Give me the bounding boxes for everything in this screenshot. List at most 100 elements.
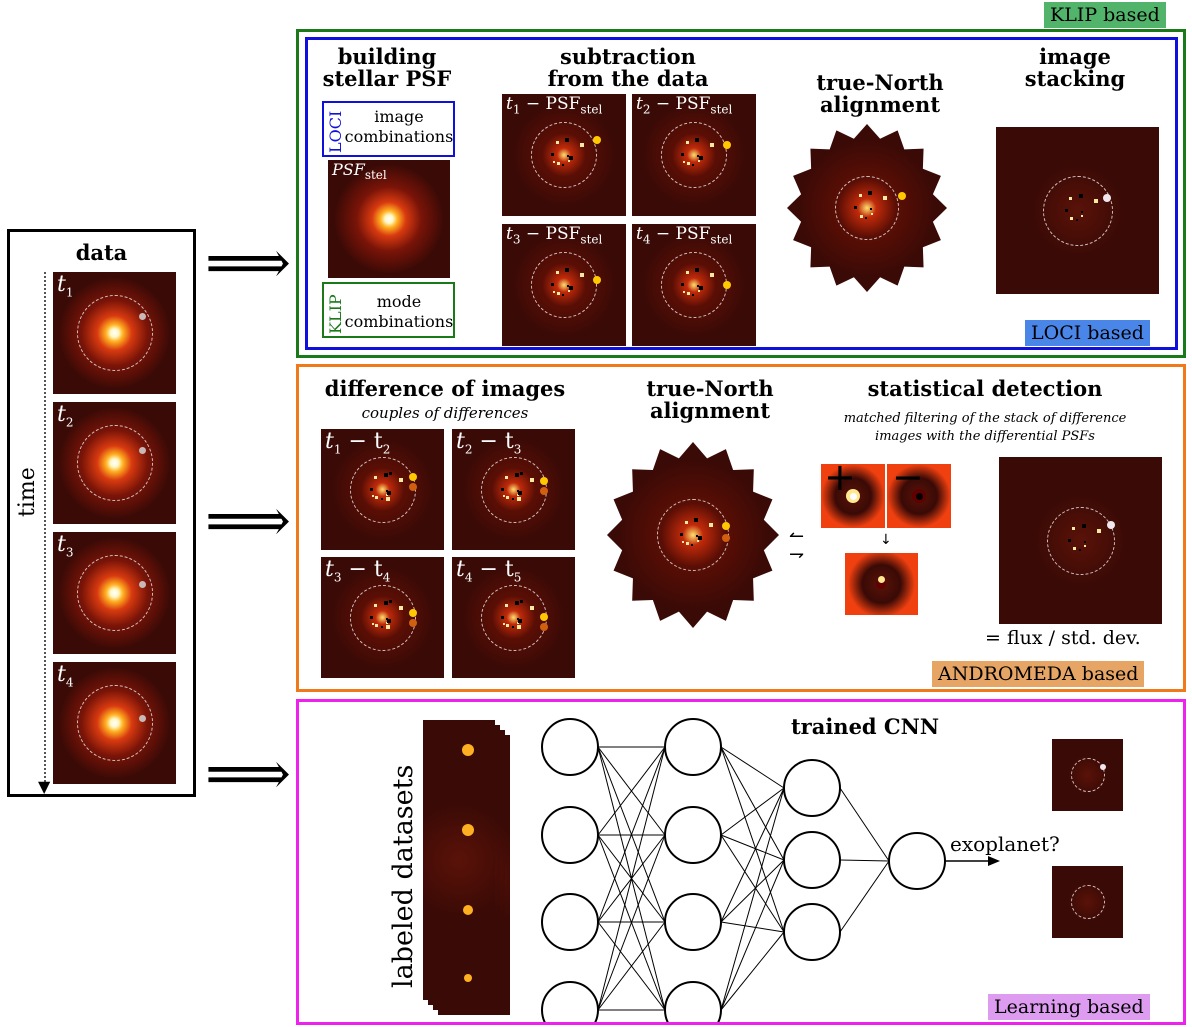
detection-annulus <box>531 122 597 188</box>
cnn-connection <box>720 787 785 1011</box>
planet-marker <box>876 579 886 589</box>
speckle <box>1081 523 1086 528</box>
speckle <box>858 194 862 198</box>
speckle <box>375 496 379 500</box>
frame-label: t2 <box>57 402 74 430</box>
speckle <box>529 605 534 610</box>
speckle <box>565 138 570 143</box>
cnn-connection <box>720 859 785 923</box>
speckle <box>385 617 388 620</box>
speckle <box>1067 538 1071 542</box>
speckle <box>683 290 686 293</box>
detection-annulus <box>1070 758 1105 792</box>
klip-label: KLIP <box>326 294 345 334</box>
planet-marker <box>593 136 601 144</box>
speckle <box>697 159 700 162</box>
planet-marker <box>540 613 548 621</box>
loci-tag: LOCI based <box>1025 320 1150 346</box>
time-label: time <box>15 467 40 517</box>
detection-annulus <box>1042 175 1113 246</box>
speckle <box>371 623 374 626</box>
klip-rotated-image <box>787 124 947 292</box>
planet-marker <box>409 619 417 627</box>
subtraction-image-1: t1 − PSFstel <box>502 94 626 216</box>
differential-psf-plus <box>821 464 885 528</box>
speckle <box>568 156 573 161</box>
speckle <box>870 212 873 215</box>
time-arrowhead: ▼ <box>38 777 51 796</box>
frame-label: t2 − PSFstel <box>636 94 733 117</box>
speckle <box>500 487 504 491</box>
subtraction-image-4: t4 − PSFstel <box>632 224 756 346</box>
speckle <box>568 286 573 291</box>
speckle <box>506 496 510 500</box>
loci-text-2: combinations <box>344 127 454 146</box>
frame-label: t1 − t2 <box>325 429 391 457</box>
speckle <box>511 626 514 629</box>
speckle <box>555 271 559 275</box>
stacked-image <box>996 127 1159 294</box>
planet-marker <box>409 609 417 617</box>
cnn-connection <box>597 746 666 1011</box>
cnn-connection <box>597 746 666 923</box>
cnn-connection <box>720 787 785 836</box>
cnn-connection <box>720 787 785 923</box>
planet-marker <box>722 534 730 542</box>
speckle <box>696 539 699 542</box>
speckle <box>517 622 520 625</box>
speckle <box>388 471 392 475</box>
speckle <box>686 291 690 295</box>
planet-marker <box>1103 194 1111 202</box>
difference-image-3: t3 − t4 <box>321 557 444 678</box>
speckle <box>870 208 872 210</box>
frame-label: t3 − PSFstel <box>506 224 603 247</box>
speckle <box>865 216 868 219</box>
speckle <box>697 289 700 292</box>
frame-label: t1 − PSFstel <box>506 94 603 117</box>
output-label: exoplanet? <box>950 832 1060 856</box>
cnn-neuron <box>541 981 599 1022</box>
speckle <box>380 498 383 501</box>
speckle <box>380 626 383 629</box>
cnn-connection <box>720 746 785 789</box>
cnn-neuron <box>664 981 722 1022</box>
speckle <box>516 489 519 492</box>
arrow-to-klip: ⟹ <box>205 228 292 298</box>
speckle <box>698 286 703 291</box>
data-frame-4: t4 <box>53 662 176 784</box>
detection-annulus <box>76 685 153 761</box>
detection-annulus <box>835 176 899 240</box>
speckle <box>1078 549 1081 552</box>
detection-annulus <box>531 252 597 318</box>
labeled-dataset-frame <box>423 720 495 1000</box>
frame-label: t4 − t5 <box>456 557 522 585</box>
planet-marker <box>540 487 548 495</box>
speckle <box>686 161 690 165</box>
speckle <box>505 475 509 479</box>
speckle <box>386 622 389 625</box>
speckle <box>692 163 695 166</box>
klip-tag: KLIP based <box>1044 2 1166 28</box>
snr-map <box>999 457 1162 624</box>
andromeda-tag: ANDROMEDA based <box>932 661 1145 687</box>
speckle <box>697 155 699 157</box>
speckle <box>1075 219 1078 222</box>
speckle <box>516 617 519 620</box>
differential-psf-minus <box>887 464 951 528</box>
klip-text-1: mode <box>376 292 422 311</box>
output-arrowhead <box>988 856 1000 866</box>
speckle <box>680 533 684 537</box>
detection-annulus <box>1046 506 1115 575</box>
cnn-neuron <box>541 893 599 951</box>
cnn-connection <box>720 834 785 933</box>
speckle <box>710 143 715 148</box>
speckle <box>1096 528 1101 533</box>
klip-combination-box: KLIP mode combinations <box>322 282 455 338</box>
planet-marker <box>540 477 548 485</box>
detection-annulus <box>76 555 153 631</box>
frame-label: t1 <box>57 272 74 300</box>
difference-image-4: t4 − t5 <box>452 557 575 678</box>
speckle <box>698 156 703 161</box>
